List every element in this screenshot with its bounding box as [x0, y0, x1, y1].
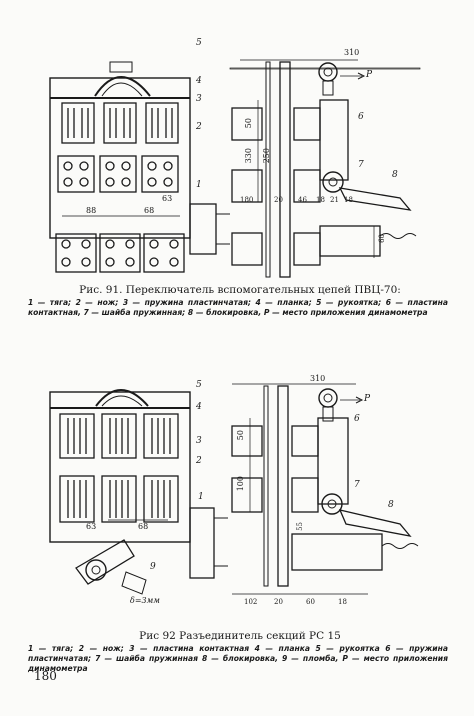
dim-63: 63 [86, 522, 97, 531]
dim-50: 50 [236, 430, 245, 441]
callout-5: 5 [196, 380, 202, 390]
figure-91-labels: 5 4 3 2 1 6 7 8 310 P 50 330 250 88 68 6… [40, 38, 440, 280]
dim-p: P [366, 70, 373, 80]
dim-310: 310 [310, 374, 326, 383]
dim-delta: δ=3мм [130, 596, 160, 605]
dim-63: 63 [162, 194, 173, 203]
dim-88: 88 [86, 206, 97, 215]
dim-18: 18 [338, 598, 347, 606]
figure-92-caption-legend: 1 — тяга; 2 — нож; 3 — пластина контактн… [28, 644, 448, 673]
dim-68: 68 [138, 522, 149, 531]
dim-50: 50 [244, 118, 253, 129]
callout-3: 3 [196, 94, 202, 104]
dim-20: 20 [274, 196, 283, 204]
figure-91-caption-legend: 1 — тяга; 2 — нож; 3 — пружина пластинча… [28, 298, 448, 317]
dim-60: 60 [378, 234, 386, 243]
page-number: 180 [34, 669, 57, 683]
figure-92-drawing [38, 372, 438, 618]
callout-2: 2 [196, 456, 202, 466]
callout-9: 9 [150, 562, 156, 572]
callout-8: 8 [392, 170, 398, 180]
figure-92-caption-title: Рис 92 Разъединитель секций РС 15 [139, 630, 341, 642]
callout-8: 8 [388, 500, 394, 510]
dim-18a: 18 [316, 196, 325, 204]
dim-102: 102 [244, 598, 258, 606]
callout-4: 4 [196, 76, 202, 86]
callout-1: 1 [198, 492, 204, 502]
dim-20: 20 [274, 598, 283, 606]
dim-21: 21 [330, 196, 339, 204]
callout-1: 1 [196, 180, 202, 190]
dim-68: 68 [144, 206, 155, 215]
callout-7: 7 [354, 480, 360, 490]
callout-2: 2 [196, 122, 202, 132]
dim-18b: 18 [344, 196, 353, 204]
dim-60: 60 [306, 598, 315, 606]
figure-91-caption-title: Рис. 91. Переключатель вспомогательных ц… [79, 284, 401, 296]
callout-6: 6 [358, 112, 364, 122]
figure-92-labels: 5 4 3 2 1 9 6 7 8 310 P 50 100 63 68 δ=3… [38, 372, 438, 618]
dim-55: 55 [296, 522, 304, 531]
callout-4: 4 [196, 402, 202, 412]
dim-46: 46 [298, 196, 307, 204]
dim-p: P [364, 394, 371, 404]
callout-7: 7 [358, 160, 364, 170]
dim-310: 310 [344, 48, 360, 57]
figure-91-drawing [40, 48, 440, 280]
callout-5: 5 [196, 38, 202, 48]
dim-180: 180 [240, 196, 254, 204]
dim-100: 100 [236, 476, 245, 492]
dim-250: 250 [262, 148, 271, 164]
dim-330: 330 [244, 148, 253, 164]
callout-3: 3 [196, 436, 202, 446]
callout-6: 6 [354, 414, 360, 424]
